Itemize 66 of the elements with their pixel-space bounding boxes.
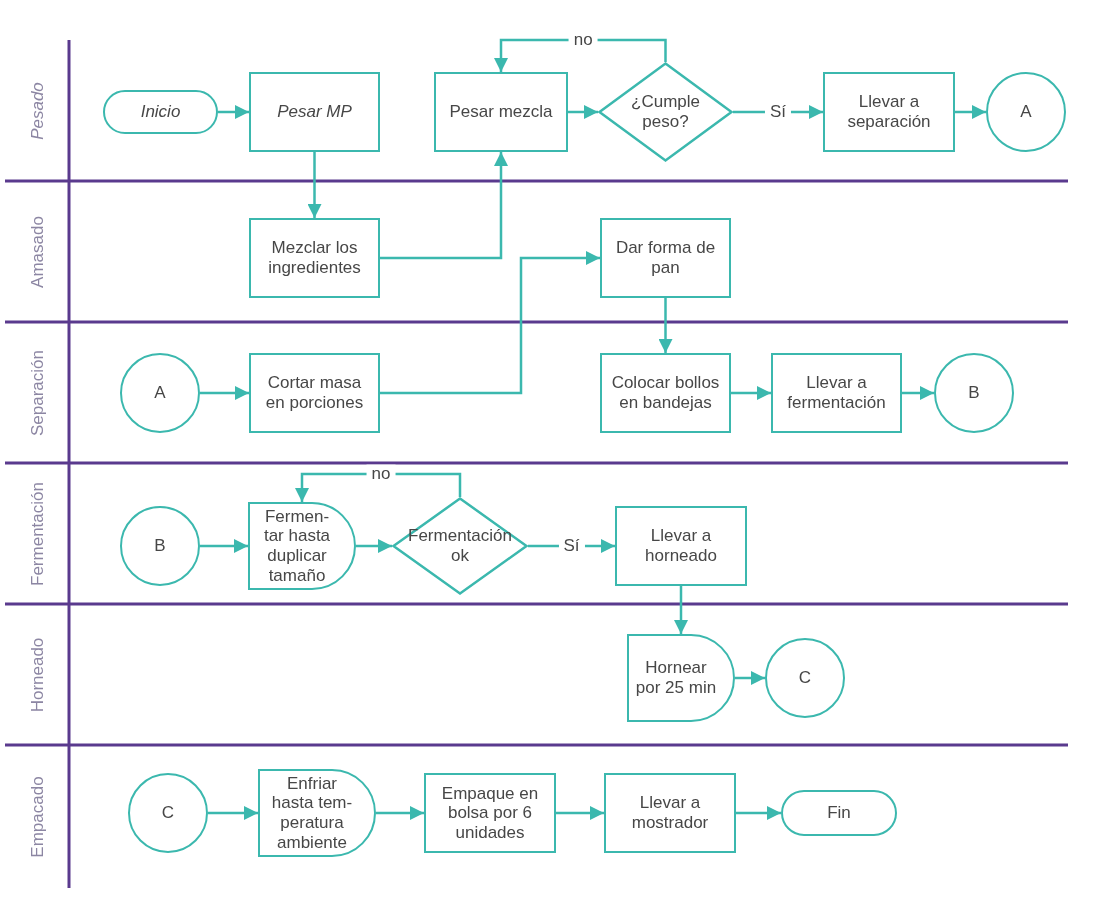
node-label: Inicio — [140, 102, 181, 122]
arrow — [208, 806, 258, 820]
lane-label: Fermentación — [28, 481, 48, 586]
node-label: Dar forma de pan — [614, 238, 717, 278]
terminal-pill — [103, 90, 218, 134]
process-box — [434, 72, 568, 152]
lane-label: Separación — [28, 349, 48, 436]
node-label: Hornear por 25 min — [635, 658, 717, 698]
node-label: Enfriar hasta tem- peratura ambiente — [270, 773, 354, 853]
node-label: B — [154, 536, 166, 556]
arrow — [568, 105, 598, 119]
arrow — [674, 586, 688, 634]
node-label: Fin — [827, 803, 851, 823]
node-label: C — [161, 803, 175, 823]
lane-label: Amasado — [28, 215, 48, 288]
delay-shape — [627, 634, 735, 722]
lane-label: Horneado — [28, 637, 48, 712]
arrow — [380, 251, 600, 395]
node-label: B — [968, 383, 980, 403]
node-label: ¿Cumple peso? — [630, 92, 701, 132]
arrow — [735, 671, 765, 685]
node-label: Llevar a mostrador — [630, 793, 710, 833]
node-label: A — [1020, 102, 1032, 122]
delay-shape — [258, 769, 376, 857]
node-label: C — [798, 668, 812, 688]
node-label: Fermentación ok — [407, 526, 513, 566]
process-box — [615, 506, 747, 586]
node-label: Llevar a fermentación — [786, 373, 887, 413]
process-box — [424, 773, 556, 853]
process-box — [249, 218, 380, 298]
process-box — [823, 72, 955, 152]
arrow — [307, 152, 322, 218]
node-label: Llevar a separación — [846, 92, 932, 132]
arrow — [200, 386, 249, 400]
arrow — [356, 539, 392, 553]
process-box — [249, 72, 380, 152]
process-box — [604, 773, 736, 853]
node-label: Pesar MP — [277, 102, 352, 122]
process-box — [771, 353, 902, 433]
decision-diamond — [392, 497, 528, 595]
lane-label: Pesado — [28, 81, 48, 140]
node-label: Pesar mezcla — [449, 102, 553, 122]
process-box — [600, 353, 731, 433]
node-label: Mezclar los ingredientes — [267, 238, 362, 278]
node-label: Llevar a horneado — [644, 526, 718, 566]
arrow — [902, 386, 934, 400]
process-box — [600, 218, 731, 298]
arrow — [380, 152, 508, 260]
node-label: Fermen- tar hasta duplicar tamaño — [262, 506, 332, 586]
arrow — [200, 539, 248, 553]
node-label: Empaque en bolsa por 6 unidades — [440, 783, 540, 843]
node-label: Colocar bollos en bandejas — [610, 373, 721, 413]
node-label: A — [154, 383, 166, 403]
arrow — [556, 806, 604, 820]
arrow — [736, 806, 781, 820]
delay-shape — [248, 502, 356, 590]
arrow — [376, 806, 424, 820]
decision-diamond — [598, 62, 733, 162]
arrow — [731, 386, 771, 400]
node-label: Cortar masa en porciones — [264, 373, 365, 413]
arrow — [658, 298, 673, 353]
arrow — [955, 105, 986, 119]
arrow — [218, 105, 249, 119]
process-box — [249, 353, 380, 433]
lane-label: Empacado — [28, 775, 48, 858]
terminal-pill — [781, 790, 897, 836]
